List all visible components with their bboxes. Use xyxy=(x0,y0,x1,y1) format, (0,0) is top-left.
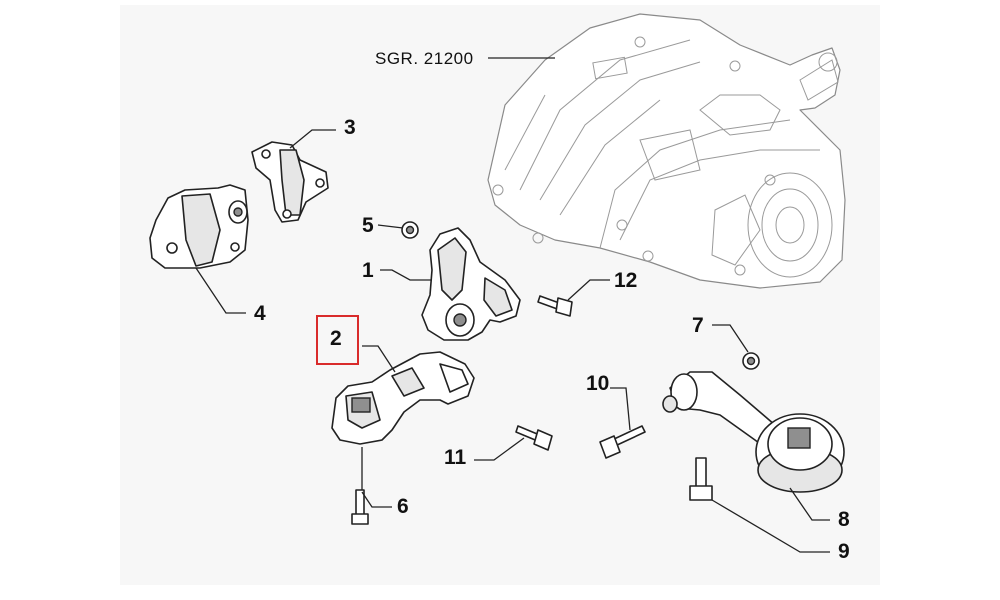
callout-1[interactable]: 1 xyxy=(362,259,374,282)
reference-label: SGR. 21200 xyxy=(375,49,474,68)
callout-11[interactable]: 11 xyxy=(444,446,467,469)
fastener-6-bolt xyxy=(351,489,369,525)
callout-10[interactable]: 10 xyxy=(586,372,610,395)
gearbox-assembly xyxy=(487,13,846,289)
part-8-torque-rod xyxy=(662,371,845,493)
fastener-7-nut xyxy=(742,352,760,370)
callout-7[interactable]: 7 xyxy=(692,314,704,337)
highlight-part-2 xyxy=(316,315,359,365)
leader-lines xyxy=(195,57,830,553)
fastener-11-bolt xyxy=(515,425,553,451)
fastener-12-bolt xyxy=(537,295,573,317)
fastener-9-bolt xyxy=(689,457,713,501)
callout-9[interactable]: 9 xyxy=(838,540,850,563)
callout-8[interactable]: 8 xyxy=(838,508,850,531)
callout-6[interactable]: 6 xyxy=(397,495,409,518)
callout-5[interactable]: 5 xyxy=(362,214,374,237)
fastener-5-nut xyxy=(401,221,419,239)
callout-4[interactable]: 4 xyxy=(254,302,266,325)
part-1-engine-mount-bracket xyxy=(421,227,521,341)
callout-12[interactable]: 12 xyxy=(614,269,638,292)
fastener-10-bolt xyxy=(599,425,646,459)
part-3-mount-plate xyxy=(251,141,329,223)
callout-3[interactable]: 3 xyxy=(344,116,356,139)
part-2-lower-mount xyxy=(331,351,475,445)
part-4-side-mount-bracket xyxy=(149,184,249,269)
callout-2[interactable]: 2 xyxy=(330,327,342,350)
